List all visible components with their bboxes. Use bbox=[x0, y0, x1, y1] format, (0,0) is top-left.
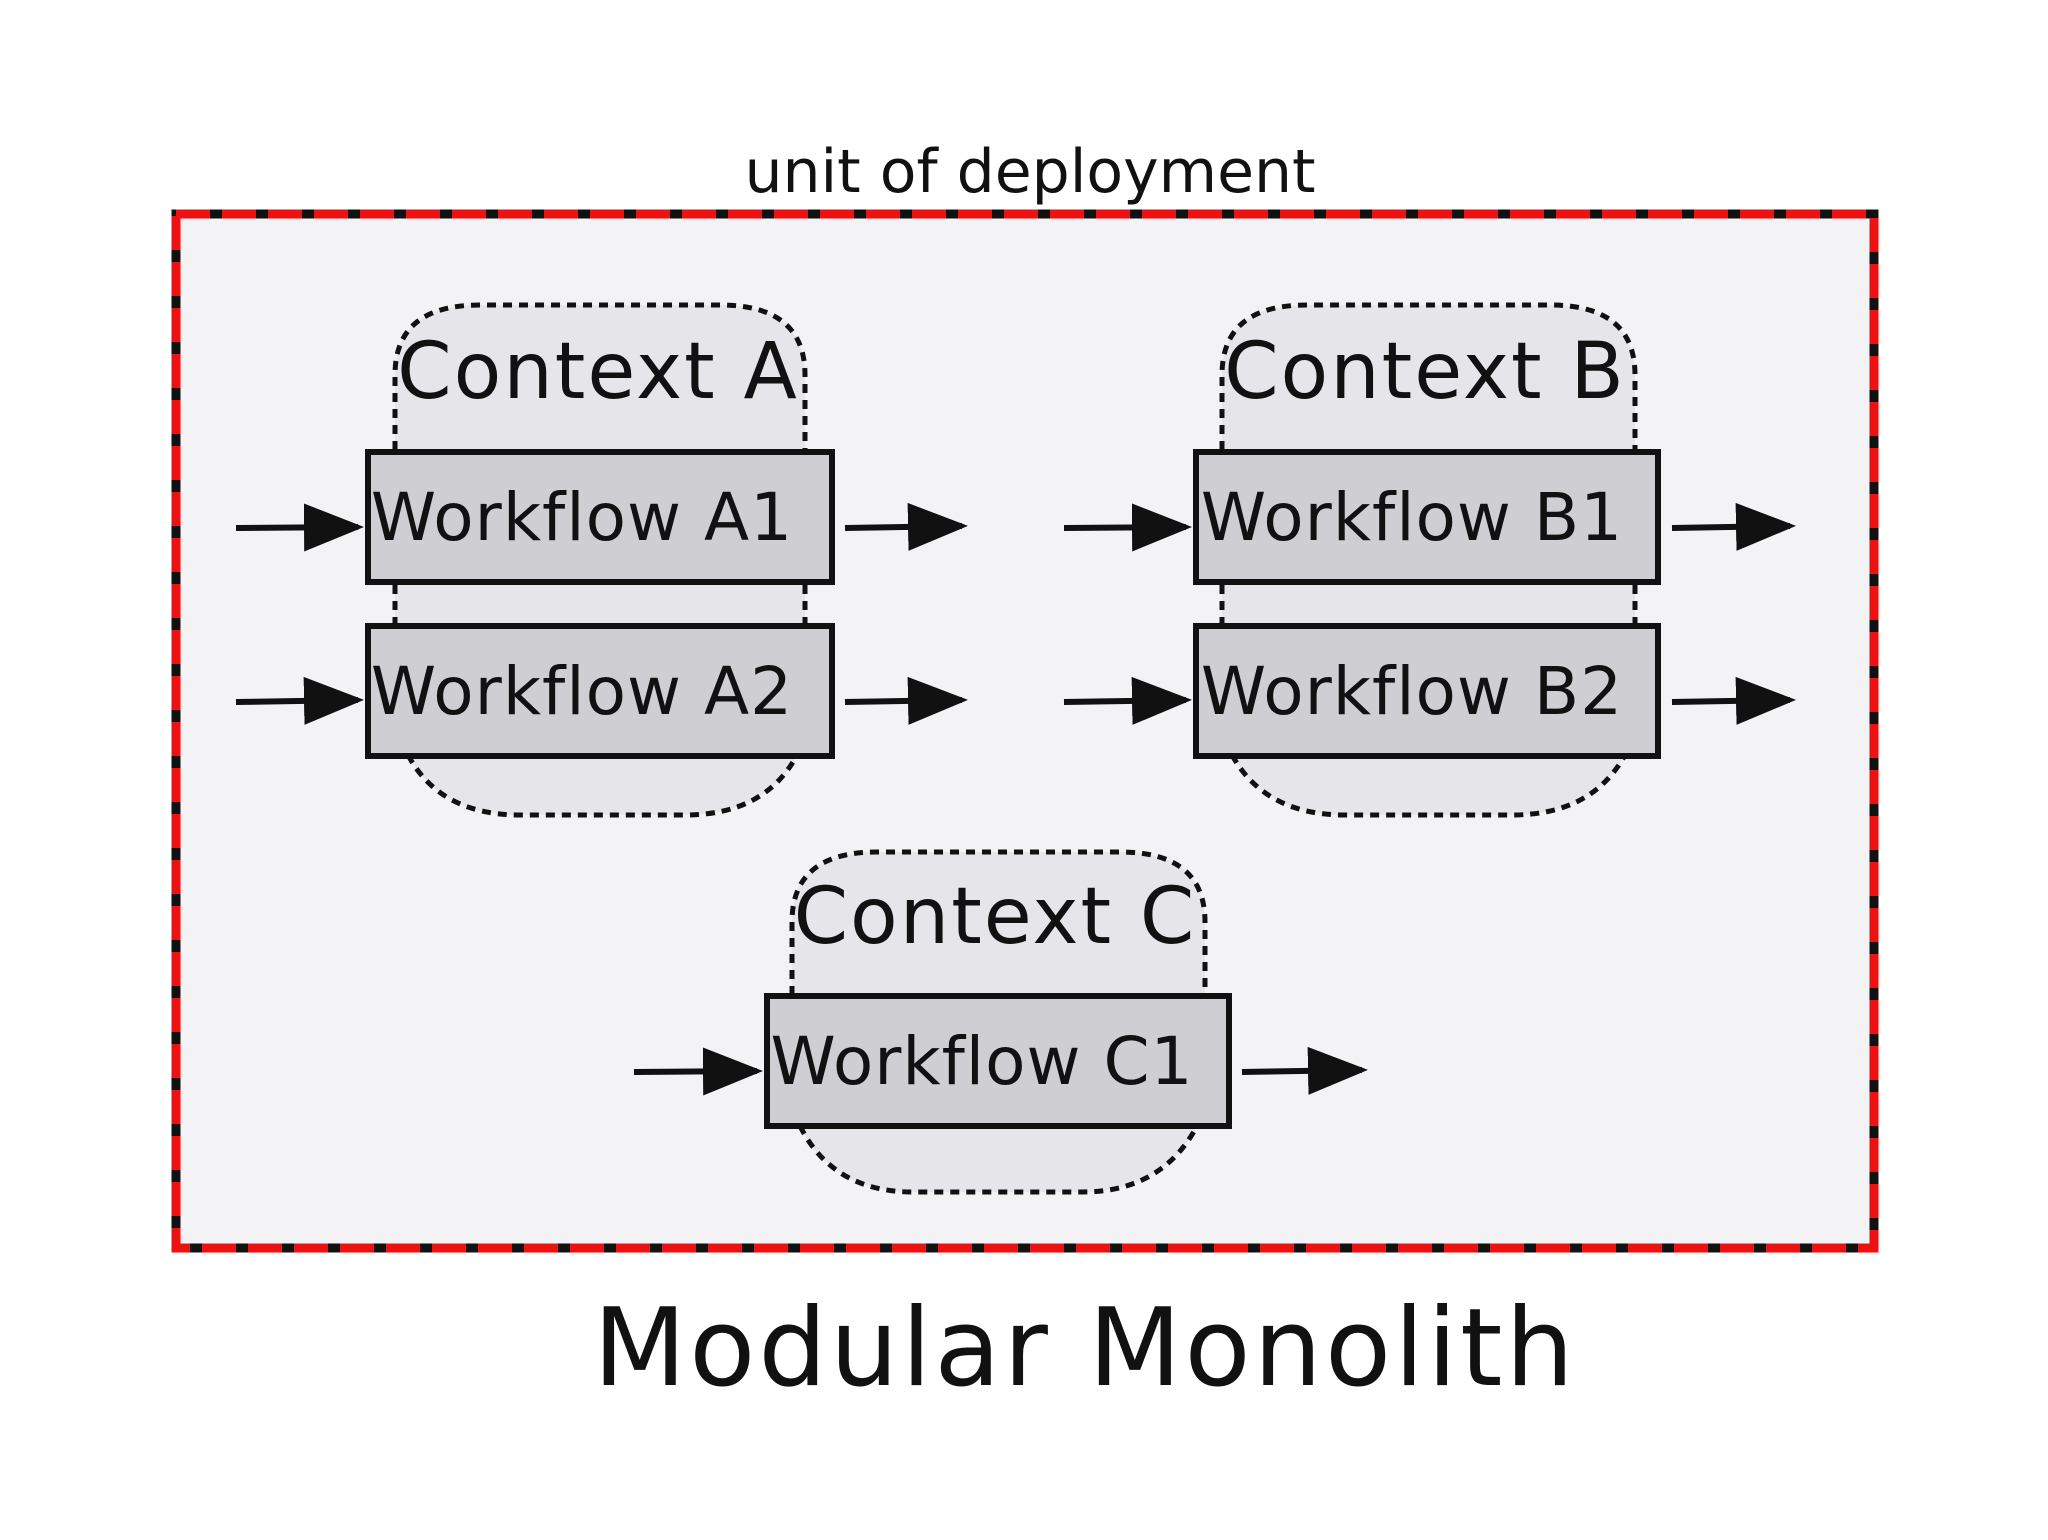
context-a: Context A Workflow A1 Workflow A2 bbox=[235, 302, 968, 818]
context-c-bottom-boundary bbox=[797, 1124, 1200, 1195]
arrow-in-b2 bbox=[1063, 676, 1192, 725]
context-b-label: Context B bbox=[1224, 327, 1626, 417]
context-c-label: Context C bbox=[794, 872, 1197, 962]
workflow-c1: Workflow C1 bbox=[764, 993, 1232, 1129]
workflow-b1: Workflow B1 bbox=[1193, 449, 1661, 585]
arrow-out-b1 bbox=[1671, 502, 1796, 551]
arrow-in-a2 bbox=[235, 676, 364, 725]
context-b-boundary bbox=[1219, 302, 1638, 450]
workflow-a1: Workflow A1 bbox=[365, 449, 835, 585]
deployment-label: unit of deployment bbox=[744, 137, 1315, 207]
arrow-in-b1 bbox=[1063, 503, 1192, 552]
arrow-in-a1 bbox=[235, 503, 364, 552]
context-b-bottom-boundary bbox=[1229, 753, 1628, 818]
arrow-out-a2 bbox=[844, 676, 968, 725]
workflow-b2: Workflow B2 bbox=[1193, 623, 1661, 759]
arrow-out-c1 bbox=[1241, 1046, 1368, 1095]
arrow-in-c1 bbox=[633, 1047, 763, 1096]
diagram-title: Modular Monolith bbox=[593, 1286, 1577, 1411]
workflow-c1-label: Workflow C1 bbox=[770, 1023, 1193, 1100]
workflow-a1-label: Workflow A1 bbox=[371, 479, 793, 556]
arrow-out-a1 bbox=[844, 502, 968, 551]
context-b: Context B Workflow B1 Workflow B2 bbox=[1063, 302, 1796, 818]
context-a-bottom-boundary bbox=[405, 753, 800, 818]
workflow-b2-label: Workflow B2 bbox=[1201, 653, 1623, 730]
arrow-out-b2 bbox=[1671, 676, 1796, 725]
context-c: Context C Workflow C1 bbox=[633, 849, 1368, 1195]
workflow-a2: Workflow A2 bbox=[365, 623, 835, 759]
context-a-label: Context A bbox=[397, 327, 799, 417]
workflow-a2-label: Workflow A2 bbox=[371, 653, 793, 730]
workflow-b1-label: Workflow B1 bbox=[1201, 479, 1623, 556]
context-c-boundary bbox=[789, 849, 1208, 995]
context-a-boundary bbox=[392, 302, 808, 450]
